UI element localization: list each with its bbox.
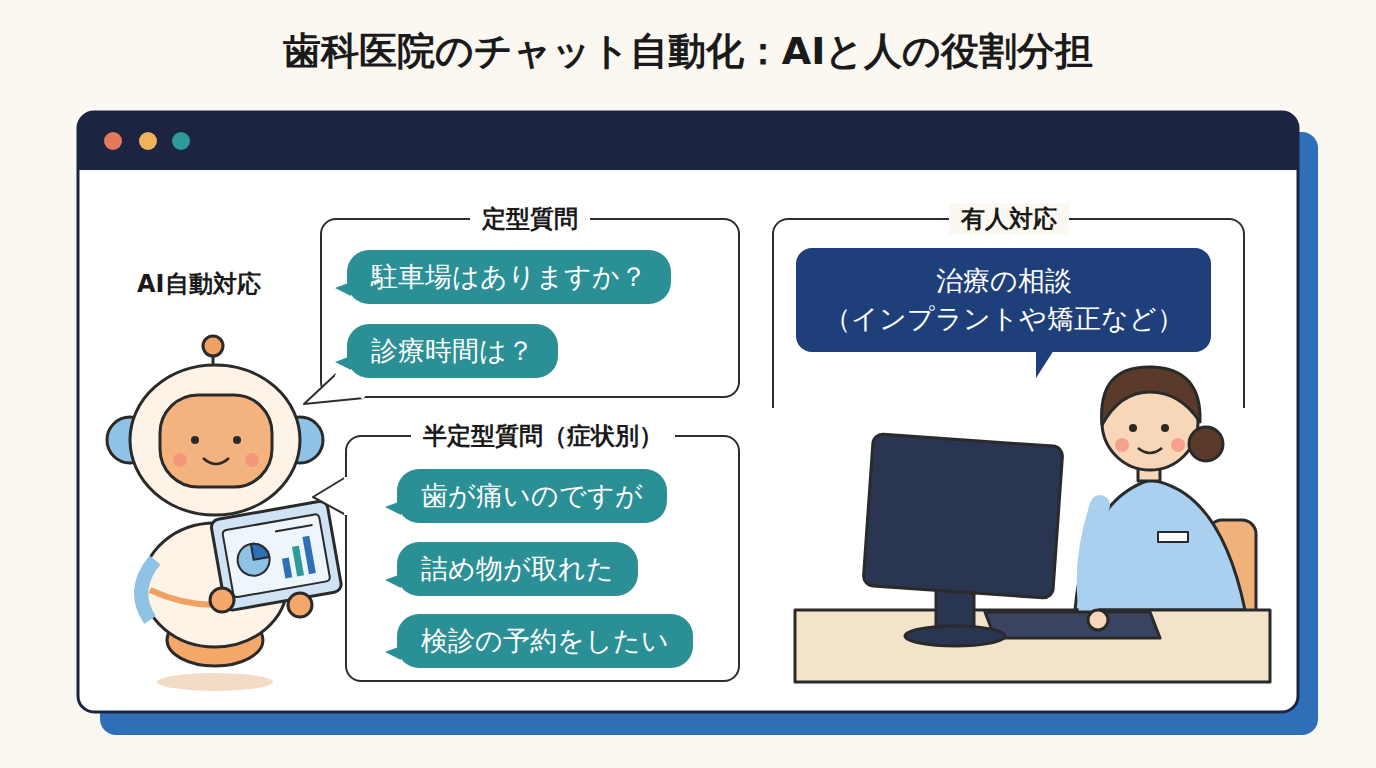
group-heading: 定型質問 [470,203,590,235]
chat-bubble: 診療時間は？ [347,324,558,378]
robot-illustration-part [203,458,229,464]
staff-illustration-part [795,610,1270,682]
group-heading: 半定型質問（症状別） [411,420,675,452]
group-heading: 有人対応 [949,203,1069,235]
staff-illustration-part [1161,424,1169,432]
chat-bubble: 駐車場はありますか？ [347,250,671,304]
speech-tail [313,477,346,515]
staff-illustration-part [1138,448,1162,453]
robot-illustration-part-part [210,500,342,611]
bubble-text: 治療の相談 （インプラントや矯正など） [816,262,1191,338]
staff-illustration-part [1171,438,1185,452]
bubble-text: 検診の予約をしたい [421,614,669,668]
robot-illustration [107,336,342,691]
chat-bubble: 検診の予約をしたい [397,614,693,668]
speech-tail [322,220,323,221]
staff-illustration-part [1088,610,1108,630]
robot-illustration-part [203,336,223,356]
staff-illustration [795,367,1270,682]
window-frame-part [78,112,1298,712]
speech-tail [304,374,364,404]
robot-illustration-part [191,436,199,444]
robot-illustration-part [141,560,155,620]
chat-bubble: 歯が痛いのですが [397,469,667,523]
bubble-text: 詰め物が取れた [421,542,614,596]
question-group-box: 半定型質問（症状別）歯が痛いのですが詰め物が取れた検診の予約をしたい [345,435,740,682]
staff-illustration-part [1158,532,1188,542]
chat-bubble: 詰め物が取れた [397,542,638,596]
robot-illustration-part [210,588,234,612]
window-frame-part [139,132,157,150]
staff-region: 有人対応治療の相談 （インプラントや矯正など） [772,218,1245,408]
robot-illustration-part-part [275,525,312,532]
robot-illustration-part-part [222,514,330,598]
robot-illustration-part-part [251,541,270,560]
speech-tail [336,374,364,398]
staff-illustration-part [1129,424,1137,432]
robot-illustration-part-part [282,558,292,579]
staff-illustration-part [1087,505,1100,617]
staff-illustration-part [1189,427,1223,461]
question-group-box: 定型質問駐車場はありますか？診療時間は？ [320,218,740,398]
robot-illustration-part-part [292,546,304,577]
staff-illustration-part [985,612,1160,638]
speech-tail [304,374,364,404]
staff-illustration-part [863,434,1063,599]
window-frame-part [78,112,1298,170]
robot-illustration-part [210,500,342,611]
window-frame-part [172,132,190,150]
robot-illustration-part [173,453,187,467]
bubble-text: 診療時間は？ [371,324,534,378]
speech-tail [313,477,346,515]
section-label: AI自動対応 [137,268,261,300]
staff-illustration-part [1102,367,1200,425]
consult-bubble: 治療の相談 （インプラントや矯正など） [796,248,1211,352]
robot-illustration-part [288,593,312,617]
window-frame [78,112,1318,735]
speech-tail [344,477,348,515]
staff-illustration-part [1115,438,1129,452]
robot-illustration-part [130,365,300,515]
robot-illustration-part-part [235,541,272,578]
robot-illustration-part-part [302,536,315,575]
robot-illustration-part [160,395,272,487]
bubble-text: 駐車場はありますか？ [371,250,647,304]
title: 歯科医院のチャット自動化：AIと人の役割分担 [0,26,1376,77]
speech-tail [347,437,348,438]
bubble-text: 歯が痛いのですが [421,469,643,523]
robot-illustration-part [157,673,273,691]
robot-illustration-part [233,436,241,444]
staff-illustration-part [905,626,1005,646]
robot-illustration-part [245,453,259,467]
window-frame-part [104,132,122,150]
